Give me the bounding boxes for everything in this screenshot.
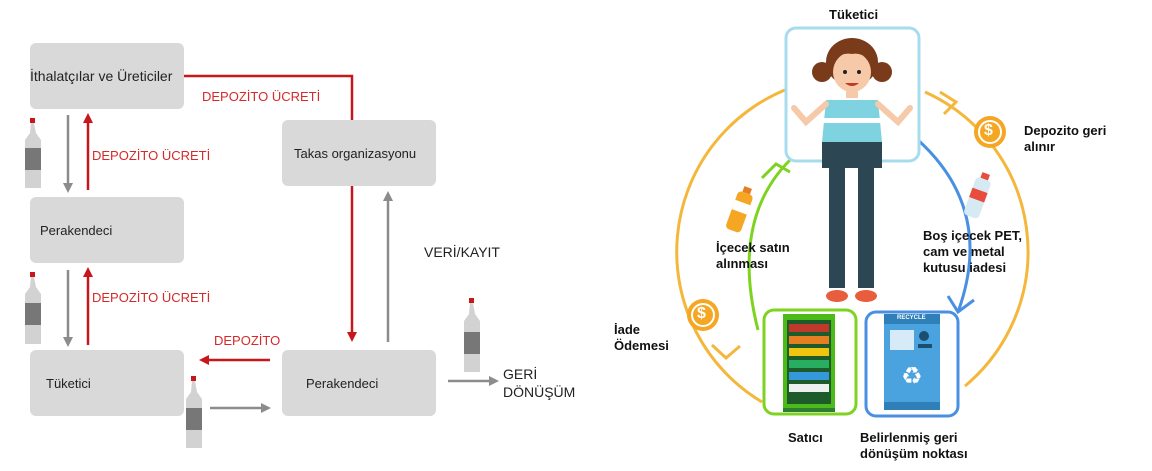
- recycle-machine-icon: [884, 314, 940, 410]
- clearing-org-label: Takas organizasyonu: [294, 145, 417, 161]
- empty-return-line2: cam ve metal: [923, 244, 1005, 259]
- purchase-label: İçecek satın alınması: [716, 240, 790, 272]
- deposit-fee-label-middle: DEPOZİTO ÜCRETİ: [92, 148, 211, 163]
- cycle-arc-orange-right: [924, 90, 1030, 388]
- retailer-box-bottom: Perakendeci: [282, 350, 436, 416]
- deposit-back-line1: Depozito geri: [1024, 123, 1107, 138]
- importers-box: İthalatçılar ve Üreticiler: [30, 43, 184, 109]
- consumer-person-icon: [791, 38, 913, 302]
- cycle-arc-orange-left: [675, 86, 791, 404]
- recycle-point-line2: dönüşüm noktası: [860, 446, 968, 461]
- bottle-icon: [464, 298, 480, 372]
- cycle-arc-green: [747, 158, 792, 331]
- bottle-icon: [25, 118, 41, 188]
- consumer-box: Tüketici: [30, 350, 184, 416]
- empty-return-line3: kutusu iadesi: [923, 260, 1007, 275]
- dollar-coin-icon: [687, 299, 719, 331]
- deposit-back-line2: alınır: [1024, 139, 1056, 154]
- coin-symbol-left: $: [697, 305, 706, 322]
- retailer-top-label: Perakendeci: [40, 222, 113, 238]
- chevron-arrow-icon: [760, 162, 791, 180]
- refund-line2: Ödemesi: [614, 338, 669, 353]
- plastic-bottle-icon: [964, 172, 991, 219]
- purchase-line2: alınması: [716, 256, 769, 271]
- consumer-label: Tüketici: [46, 375, 91, 391]
- seller-label: Satıcı: [788, 430, 823, 445]
- consumer-title: Tüketici: [829, 7, 879, 22]
- importers-label: İthalatçılar ve Üreticiler: [30, 68, 173, 84]
- empty-return-line1: Boş içecek PET,: [923, 228, 1022, 243]
- clearing-org-box: Takas organizasyonu: [282, 120, 436, 186]
- empty-return-label: Boş içecek PET, cam ve metal kutusu iade…: [923, 228, 1022, 276]
- refund-label: İade Ödemesi: [614, 322, 669, 354]
- deposit-fee-label-top: DEPOZİTO ÜCRETİ: [202, 89, 321, 104]
- dollar-coin-icon: [974, 116, 1006, 148]
- recycling-label-line2: DÖNÜŞÜM: [503, 384, 576, 400]
- recycle-point-line1: Belirlenmiş geri: [860, 430, 958, 445]
- deposit-label: DEPOZİTO: [214, 333, 281, 348]
- data-record-label: VERİ/KAYIT: [424, 244, 500, 260]
- bottle-icon: [186, 376, 202, 448]
- recycle-point-label: Belirlenmiş geri dönüşüm noktası: [860, 430, 968, 462]
- retailer-box-top: Perakendeci: [30, 197, 184, 263]
- arrow-importers-deposit-path: [184, 74, 357, 342]
- cycle-arc-blue: [916, 138, 972, 313]
- recycle-symbol-icon: ♻: [901, 362, 923, 390]
- coin-symbol-top: $: [984, 122, 993, 139]
- orange-bottle-icon: [726, 186, 753, 233]
- chevron-arrow-icon: [710, 343, 741, 361]
- retailer-bottom-label: Perakendeci: [306, 375, 379, 391]
- recycling-label-line1: GERİ: [503, 366, 538, 382]
- recycle-machine-text: RECYCLE: [897, 315, 926, 321]
- bottle-icon: [25, 272, 41, 344]
- vending-fridge-icon: [783, 314, 835, 412]
- deposit-fee-label-bottom: DEPOZİTO ÜCRETİ: [92, 290, 211, 305]
- chevron-arrow-icon: [939, 90, 959, 116]
- deposit-back-label: Depozito geri alınır: [1024, 123, 1106, 155]
- purchase-line1: İçecek satın: [716, 240, 790, 255]
- refund-line1: İade: [614, 322, 641, 337]
- chevron-arrow-icon: [946, 295, 975, 315]
